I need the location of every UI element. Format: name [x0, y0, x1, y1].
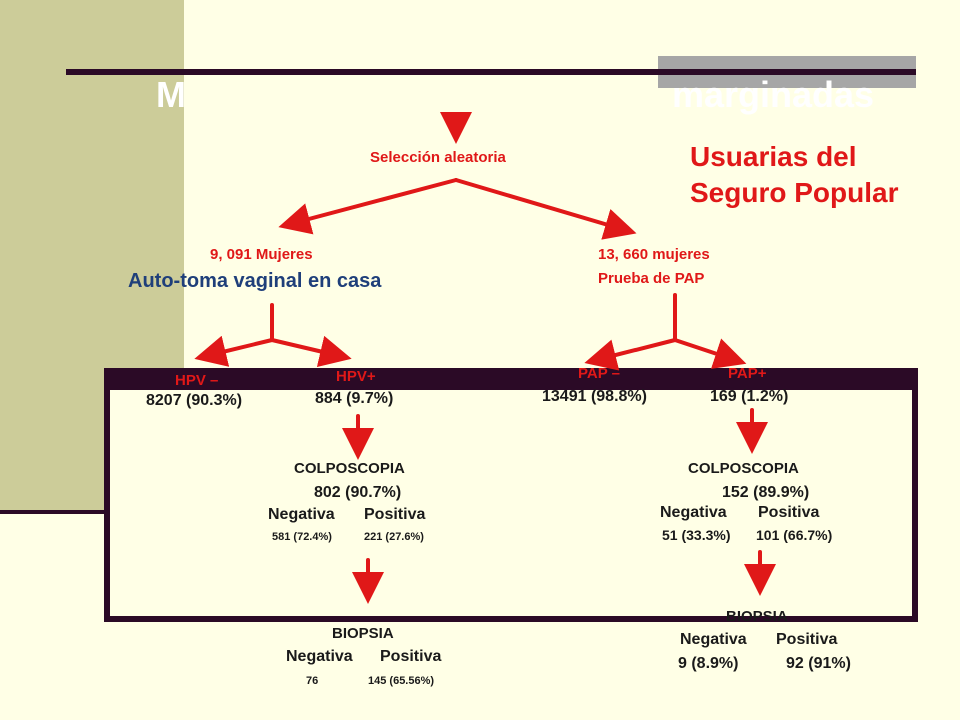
colpo-right-pos-value: 101 (66.7%) [756, 527, 833, 543]
arrow-to-left-branch [278, 178, 458, 235]
hpv-neg-value: 8207 (90.3%) [146, 392, 243, 409]
biopsy-right-pos-label: Positiva [776, 631, 838, 648]
colpo-right-title: COLPOSCOPIA [688, 460, 799, 477]
users-label-line1: Usuarias del [690, 141, 857, 172]
pap-neg-label: PAP – [578, 365, 620, 382]
colpo-right-value: 152 (89.9%) [722, 484, 810, 501]
biopsy-left-neg-label: Negativa [286, 648, 353, 665]
colpo-left-neg-label: Negativa [268, 506, 335, 523]
pap-pos-label: PAP+ [728, 365, 767, 382]
results-frame-interior [110, 390, 912, 616]
colpo-right-neg-value: 51 (33.3%) [662, 527, 731, 543]
users-label-line2: Seguro Popular [690, 177, 899, 208]
biopsy-right-neg-label: Negativa [680, 631, 747, 648]
right-branch-count: 13, 660 mujeres [598, 246, 710, 263]
arrow-to-hpv-pos [270, 335, 352, 367]
colpo-left-title: COLPOSCOPIA [294, 460, 405, 477]
right-branch-method: Prueba de PAP [598, 270, 705, 287]
biopsy-right-neg-value: 9 (8.9%) [678, 655, 739, 672]
title-fragment-right: marginadas [672, 74, 875, 115]
hpv-pos-label: HPV+ [336, 368, 376, 385]
pap-pos-value: 169 (1.2%) [710, 388, 789, 405]
biopsy-left-pos-value: 145 (65.56%) [368, 675, 435, 687]
arrow-to-pap-neg [584, 338, 677, 371]
arrow-to-hpv-neg [194, 335, 274, 367]
hpv-pos-value: 884 (9.7%) [315, 390, 394, 407]
hpv-neg-label: HPV – [175, 372, 219, 389]
title-fragment-left: M [156, 74, 186, 115]
colpo-right-neg-label: Negativa [660, 504, 727, 521]
title-rule [66, 69, 916, 75]
biopsy-left-pos-label: Positiva [380, 648, 442, 665]
colpo-left-pos-value: 221 (27.6%) [364, 531, 424, 543]
colpo-left-value: 802 (90.7%) [314, 484, 402, 501]
biopsy-left-neg-value: 76 [306, 675, 319, 687]
biopsy-right-pos-value: 92 (91%) [786, 655, 851, 672]
colpo-left-pos-label: Positiva [364, 506, 426, 523]
left-branch-count: 9, 091 Mujeres [210, 246, 313, 263]
biopsy-left-title: BIOPSIA [332, 625, 394, 642]
colpo-right-pos-label: Positiva [758, 504, 820, 521]
colpo-left-neg-value: 581 (72.4%) [272, 531, 332, 543]
biopsy-right-title: BIOPSIA [726, 608, 788, 625]
left-branch-method: Auto-toma vaginal en casa [128, 270, 382, 292]
pap-neg-value: 13491 (98.8%) [542, 388, 647, 405]
arrow-to-right-branch [454, 178, 637, 240]
arrow-to-pap-pos [673, 338, 747, 369]
side-rule [0, 510, 106, 514]
selection-label: Selección aleatoria [370, 149, 506, 166]
